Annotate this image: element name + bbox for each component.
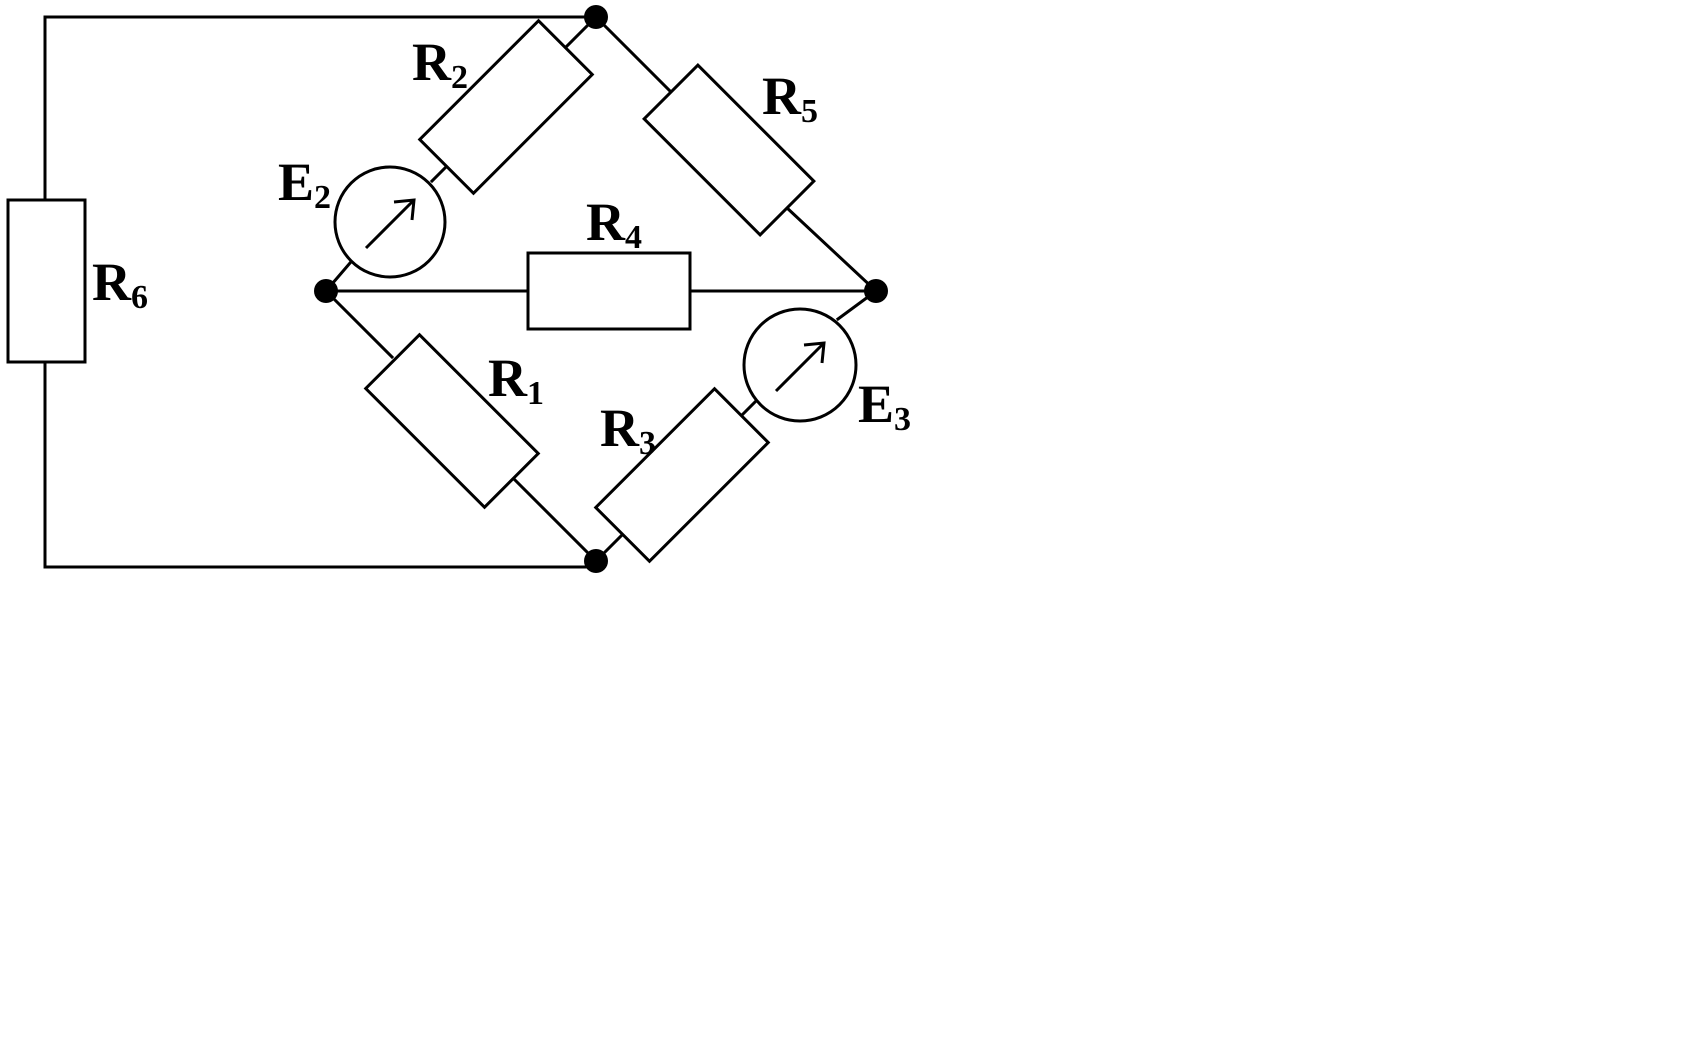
wire-top-outer (43, 15, 598, 202)
node-right (864, 279, 888, 303)
wire-r5-right-node (783, 204, 879, 294)
label-e2: E2 (278, 152, 331, 216)
wire-bottom-outer (43, 360, 598, 569)
source-e2 (333, 165, 447, 279)
wire-r2-e2 (429, 164, 449, 184)
label-e3: E3 (858, 374, 911, 438)
resistor-r6 (6, 198, 87, 364)
resistor-r5 (642, 63, 816, 237)
label-r6: R6 (92, 252, 148, 316)
e2-arrow-icon (364, 198, 416, 250)
label-r3: R3 (600, 398, 656, 462)
resistor-r2 (417, 18, 595, 196)
wire-r1-left-node (323, 288, 395, 360)
wire-r1-bottom (509, 474, 599, 564)
label-r5: R5 (762, 66, 818, 130)
node-left (314, 279, 338, 303)
wire-r5-top (593, 14, 675, 96)
label-r1: R1 (488, 348, 544, 412)
node-top (584, 5, 608, 29)
resistor-r4 (526, 251, 692, 331)
node-bottom (584, 549, 608, 573)
source-e3 (742, 307, 858, 423)
label-r2: R2 (412, 32, 468, 96)
label-r4: R4 (586, 192, 642, 256)
resistor-r1 (363, 332, 541, 510)
resistor-r3 (593, 386, 771, 564)
e3-arrow-icon (774, 341, 826, 393)
